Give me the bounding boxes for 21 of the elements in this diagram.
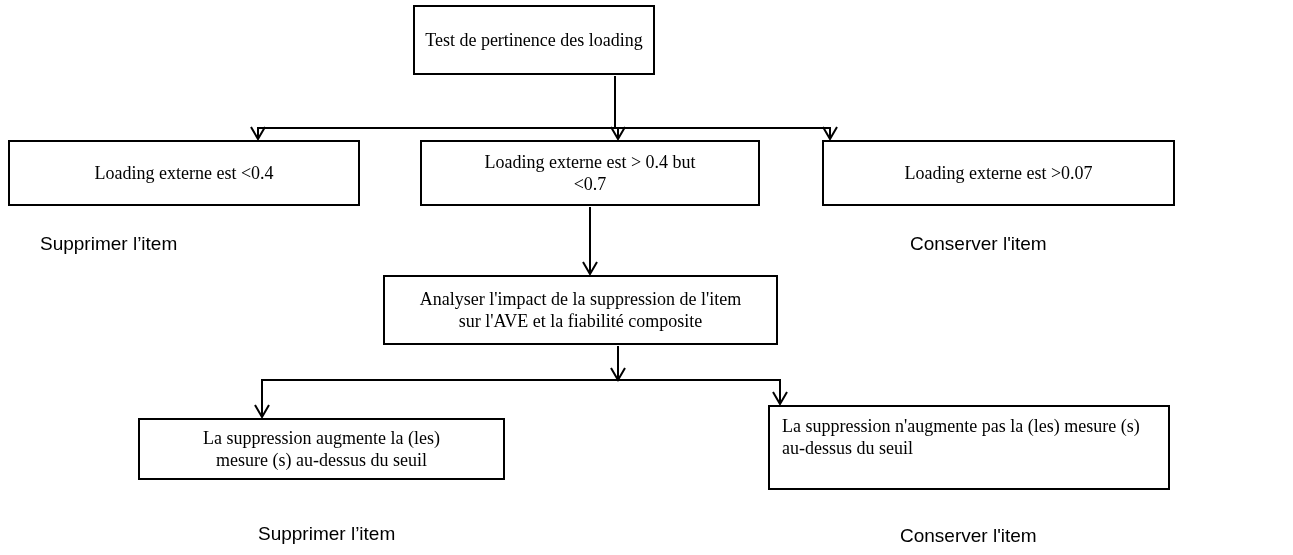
outcome-text: Supprimer l’item (40, 232, 178, 256)
process-box (383, 275, 778, 345)
arrow (582, 206, 598, 275)
process-box (138, 418, 505, 480)
box-text: Loading externe est <0.4 (93, 162, 275, 184)
box-text: La suppression augmente la (les) mesure (s) au-dessus du seuil (202, 427, 441, 471)
outcome-text: Conserver l'item (900, 524, 1037, 548)
box-text: Loading externe est > 0.4 but <0.7 (484, 151, 696, 195)
box-text: Analyser l'impact de la suppression de l'item sur l'AVE et la fiabilité composite (418, 288, 743, 332)
outcome-text: Conserver l'item (910, 232, 1047, 256)
box-text: Loading externe est >0.07 (903, 162, 1094, 184)
box-text: Test de pertinence des loading (424, 29, 644, 51)
process-box (8, 140, 360, 206)
process-box (420, 140, 760, 206)
box-text: La suppression n'augmente pas la (les) mesure (s) au-dessus du seuil (782, 415, 1141, 459)
arrow (614, 75, 838, 140)
arrow (610, 345, 626, 381)
process-box (768, 405, 1170, 490)
process-box (822, 140, 1175, 206)
outcome-text: Supprimer l’item (258, 522, 396, 546)
process-box (413, 5, 655, 75)
